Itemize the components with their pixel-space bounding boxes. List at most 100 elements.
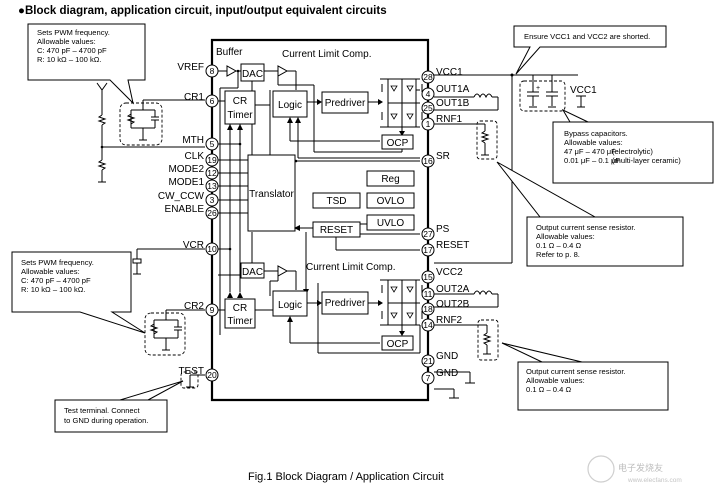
pin-circle <box>205 206 219 220</box>
pin-number: 11 <box>424 289 433 299</box>
pin-circle <box>205 137 219 151</box>
svg-text:Test terminal. Connect: Test terminal. Connect <box>64 406 140 415</box>
pin-circle <box>421 154 435 168</box>
svg-text:0.1 Ω – 0.4 Ω: 0.1 Ω – 0.4 Ω <box>526 385 571 394</box>
pin-label: RESET <box>436 240 469 251</box>
pin-number: 10 <box>207 244 217 254</box>
pin-label: SR <box>436 151 450 162</box>
cr-timer-label-1b: Timer <box>227 110 253 121</box>
pin-number: 9 <box>210 305 215 315</box>
note-pwm2: Sets PWM frequency. Allowable values: C:… <box>11 251 146 334</box>
svg-text:47 μF – 470 μF: 47 μF – 470 μF <box>564 147 616 156</box>
pin-circle <box>421 270 435 284</box>
pin-label: TEST <box>178 366 204 377</box>
svg-text:Sets PWM frequency.: Sets PWM frequency. <box>21 258 94 267</box>
reg-label: Reg <box>381 174 399 185</box>
svg-text:R: 10 kΩ – 100 kΩ.: R: 10 kΩ – 100 kΩ. <box>37 55 102 64</box>
pin-label: OUT1A <box>436 84 470 95</box>
dac-label-2: DAC <box>242 267 263 278</box>
pin-circle <box>421 243 435 257</box>
pin-number: 27 <box>423 229 433 239</box>
svg-text:Bypass capacitors.: Bypass capacitors. <box>564 129 628 138</box>
svg-text:Allowable values:: Allowable values: <box>526 376 585 385</box>
pin-cw_ccw: 3CW_CCW <box>158 191 219 207</box>
translator-block <box>247 154 296 232</box>
pin-circle <box>421 302 435 316</box>
logic-label-2: Logic <box>278 300 302 311</box>
predriver-block-1 <box>321 91 369 114</box>
pin-label: CR1 <box>184 92 204 103</box>
pin-circle <box>205 64 219 78</box>
svg-text:R: 10 kΩ – 100 kΩ.: R: 10 kΩ – 100 kΩ. <box>21 285 86 294</box>
pin-circle <box>421 101 435 115</box>
pin-number: 14 <box>423 320 433 330</box>
pin-label: CR2 <box>184 301 204 312</box>
pin-label: CLK <box>185 151 205 162</box>
pin-circle <box>421 354 435 368</box>
svg-text:(electrolytic): (electrolytic) <box>612 147 653 156</box>
note-vcc-short: Ensure VCC1 and VCC2 are shorted. <box>513 25 667 75</box>
svg-text:Allowable values:: Allowable values: <box>21 267 80 276</box>
pin-circle <box>421 227 435 241</box>
cr-timer-block-2 <box>224 298 256 329</box>
h-bridge-1 <box>380 78 423 136</box>
sense-resistor-2 <box>434 319 499 361</box>
pin-number: 13 <box>207 181 217 191</box>
ovlo-block <box>366 192 415 209</box>
pin-label: MTH <box>182 135 204 146</box>
pin-circle <box>421 371 435 385</box>
pin-label: RNF1 <box>436 114 463 125</box>
gnd-symbols <box>434 371 475 399</box>
tsd-label: TSD <box>327 196 347 207</box>
left-pins: 8VREF6CR15MTH19CLK12MODE213MODE13CW_CCW2… <box>158 62 219 382</box>
svg-text:Allowable values:: Allowable values: <box>536 232 595 241</box>
dac-block-2 <box>240 262 265 279</box>
pin-circle <box>421 87 435 101</box>
note-test: Test terminal. Connect to GND during ope… <box>54 380 184 433</box>
vcc1-supply-label: VCC1 <box>570 85 597 96</box>
svg-text:C: 470 pF – 4700 pF: C: 470 pF – 4700 pF <box>21 276 91 285</box>
pin-label: VCC2 <box>436 267 463 278</box>
pin-label: PS <box>436 224 450 235</box>
pin-number: 18 <box>423 304 433 314</box>
ocp-block-1 <box>381 134 414 150</box>
cr2-rc-network <box>144 309 205 356</box>
note-sense1: Output current sense resistor. Allowable… <box>496 161 684 267</box>
cr-timer-label-2b: Timer <box>227 316 253 327</box>
pin-number: 7 <box>426 373 431 383</box>
ocp-label-1: OCP <box>387 138 409 149</box>
pin-label: GND <box>436 368 458 379</box>
test-ground <box>180 371 205 389</box>
svg-text:+: + <box>536 85 540 92</box>
svg-text:to GND during operation.: to GND during operation. <box>64 416 148 425</box>
cr-timer-block-1 <box>224 90 256 125</box>
pin-number: 21 <box>423 356 433 366</box>
pin-number: 28 <box>423 72 433 82</box>
reset-arrow <box>294 225 300 231</box>
logic-block-1 <box>272 90 308 118</box>
pin-number: 20 <box>207 370 217 380</box>
pin-number: 6 <box>210 96 215 106</box>
pin-circle <box>205 193 219 207</box>
predriver-label-2: Predriver <box>325 298 366 309</box>
pin-number: 4 <box>426 89 431 99</box>
buffer-label: Buffer <box>216 47 243 58</box>
sense-resistor-1 <box>434 120 498 160</box>
translator-label: Translator <box>249 189 294 200</box>
pin-number: 15 <box>423 272 433 282</box>
pin-circle <box>205 94 219 108</box>
pin-label: RNF2 <box>436 315 463 326</box>
note-bypass: Bypass capacitors. Allowable values: 47 … <box>552 108 714 184</box>
uvlo-label: UVLO <box>377 218 404 229</box>
